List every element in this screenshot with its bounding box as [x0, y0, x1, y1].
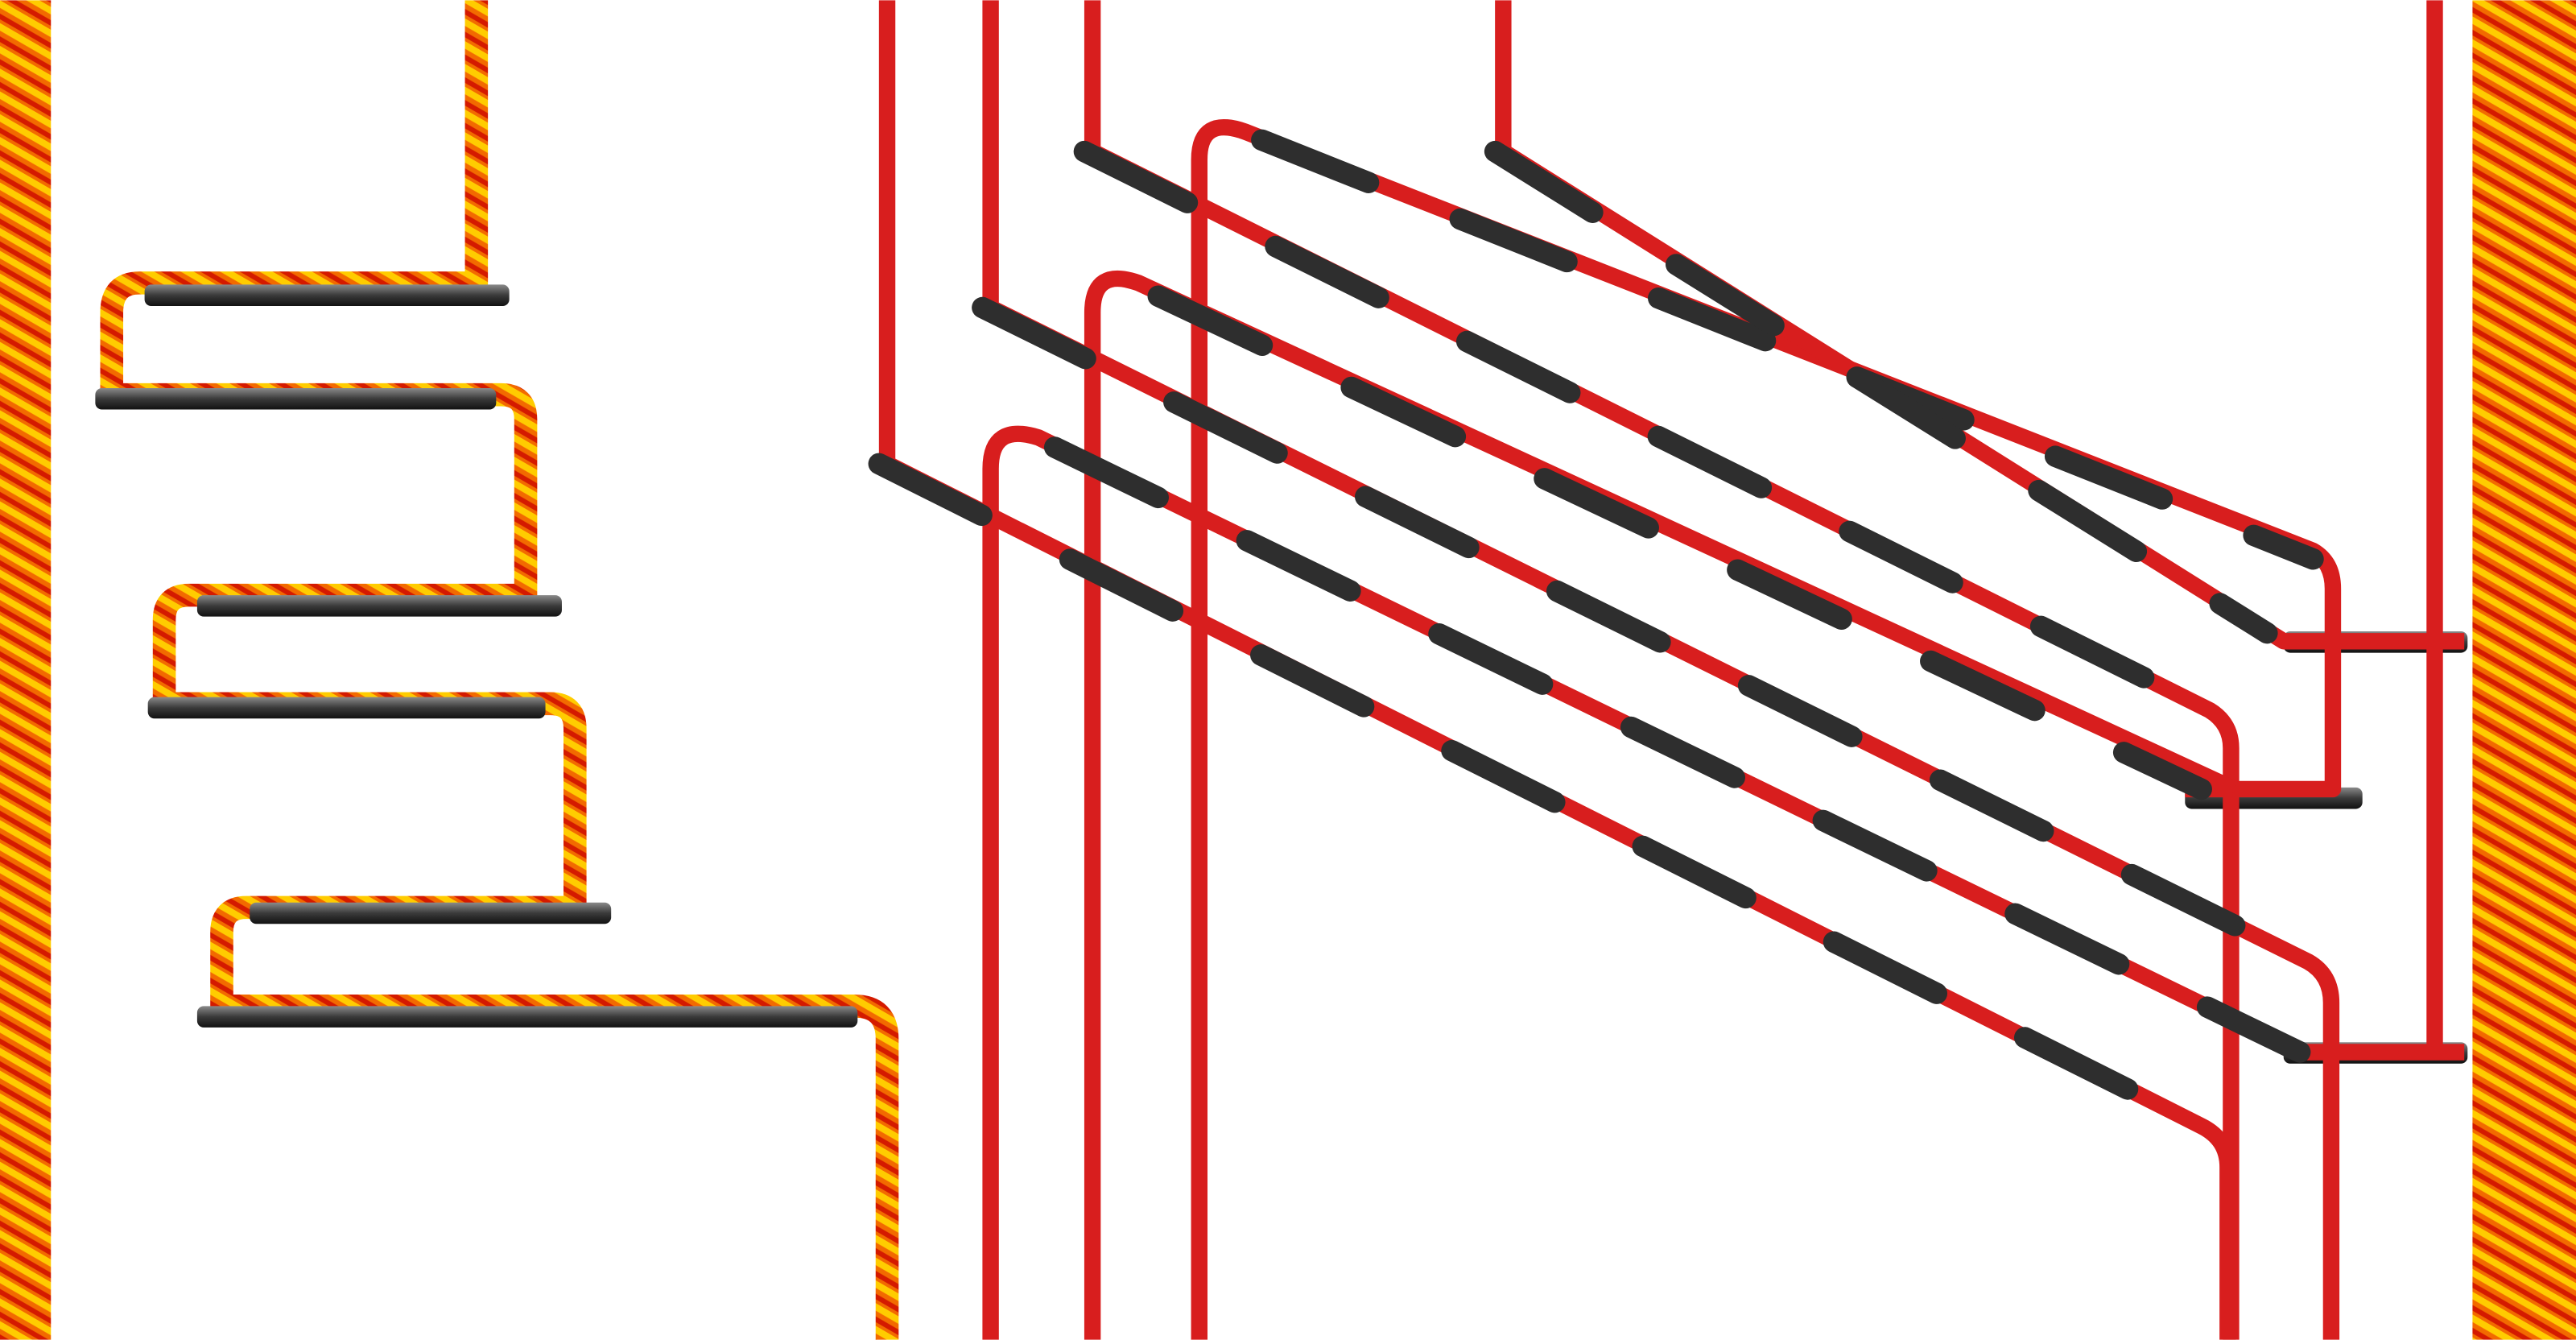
- clamp-row: [1073, 140, 2221, 722]
- clamp-row: [1484, 140, 2278, 644]
- clamp-row: [1043, 436, 2311, 1063]
- right-lava-wall: [2472, 0, 2576, 1340]
- clamp-row: [972, 296, 2319, 973]
- clamp-row: [1147, 285, 2212, 800]
- red-cable[interactable]: [1084, 0, 2240, 1340]
- red-cable[interactable]: [982, 0, 2340, 1340]
- red-cable[interactable]: [1084, 270, 2238, 1340]
- tray: [250, 902, 612, 924]
- red-cable[interactable]: [1191, 118, 2342, 1340]
- red-cable[interactable]: [982, 425, 2465, 1340]
- red-cable[interactable]: [1495, 0, 2465, 650]
- clamp-row: [1251, 129, 2324, 570]
- tray: [144, 284, 510, 306]
- tray: [95, 388, 497, 410]
- cable-clamps: [868, 129, 2324, 1137]
- tray: [196, 1006, 858, 1028]
- tray: [147, 697, 546, 719]
- left-lava-wall: [0, 0, 52, 1340]
- lava-rope[interactable]: [100, 0, 899, 1340]
- tray: [196, 595, 562, 617]
- red-cables[interactable]: [878, 0, 2465, 1340]
- clamp-row: [868, 453, 2212, 1137]
